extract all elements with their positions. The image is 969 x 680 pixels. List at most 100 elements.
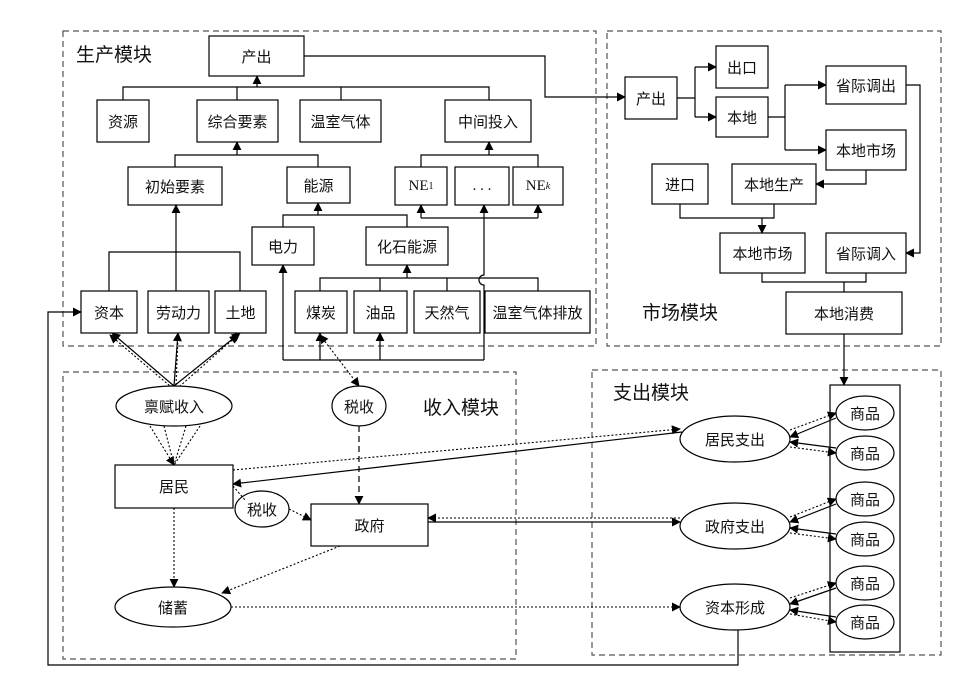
label-capital: 资本 — [93, 303, 124, 322]
solid-goods5-cap — [789, 587, 837, 606]
arrow-prod-to-market — [304, 55, 626, 102]
connector-primary-energy — [174, 154, 319, 167]
dotted-land-income — [179, 334, 239, 387]
label-primary: 初始要素 — [144, 177, 205, 196]
dotted-cap-goods5 — [789, 581, 837, 599]
arrow-capformation-to-capital — [47, 307, 739, 666]
label-output: 产出 — [241, 47, 272, 66]
label-capital-formation: 资本形成 — [704, 598, 765, 617]
node-electricity — [251, 226, 315, 266]
label-ellipsis: . . . — [472, 177, 492, 194]
label-savings: 储蓄 — [157, 598, 188, 617]
label-government-spending: 政府支出 — [704, 517, 765, 536]
label-goods: 商品 — [849, 404, 880, 423]
expenditure-module-border — [591, 369, 942, 656]
label-resources: 资源 — [107, 112, 138, 131]
node-intermediate — [444, 99, 532, 143]
label-local: 本地 — [726, 108, 757, 127]
market-node-output — [624, 76, 678, 120]
arrow-to-local-production — [815, 170, 867, 189]
income-module-title: 收入模块 — [423, 396, 500, 419]
label-endowment-income: 禀赋收入 — [143, 397, 204, 416]
node-ghg-emission — [484, 290, 591, 334]
solid-goods1-hh — [789, 417, 837, 439]
arrow-inc-labor — [172, 332, 182, 387]
node-oil — [353, 290, 408, 334]
label-export: 出口 — [726, 58, 757, 77]
label-government: 政府 — [354, 516, 385, 535]
label-tax-top: 税收 — [343, 397, 374, 416]
solid-goods3-gov — [789, 503, 837, 524]
arrow-outflow-to-inflow — [905, 84, 921, 258]
label-gas: 天然气 — [424, 303, 470, 322]
label-goods: 商品 — [849, 444, 880, 463]
label-energy: 能源 — [303, 176, 334, 195]
arrow-inc-land — [173, 332, 241, 387]
dotted-inc-res-3 — [173, 425, 187, 466]
market-node-local — [715, 96, 769, 138]
label-coal: 煤炭 — [305, 303, 336, 322]
arrow-household-to-residents — [232, 431, 683, 488]
market-module-border — [606, 30, 942, 347]
label-ghg-emission: 温室气体排放 — [492, 303, 583, 322]
arrow-to-ellipsis — [478, 204, 489, 360]
label-goods: 商品 — [849, 490, 880, 509]
label-composite: 综合要素 — [207, 112, 268, 131]
label-goods: 商品 — [849, 613, 880, 632]
dotted-cap-goods6 — [789, 613, 837, 626]
label-goods: 商品 — [849, 530, 880, 549]
node-government — [310, 503, 429, 547]
node-ellipsis — [454, 166, 510, 206]
connector-ne — [420, 154, 539, 167]
node-composite — [196, 99, 279, 143]
node-ne1 — [394, 166, 448, 206]
label-labor: 劳动力 — [155, 303, 201, 322]
label-local-consumption: 本地消费 — [813, 304, 874, 323]
label-import: 进口 — [664, 175, 695, 194]
production-module-title: 生产模块 — [76, 43, 153, 66]
market-node-local-market-top — [825, 129, 907, 171]
dotted-inc-res-1 — [149, 425, 175, 466]
connector-local-split — [768, 85, 786, 150]
label-inflow: 省际调入 — [835, 244, 896, 263]
label-oil: 油品 — [365, 303, 396, 322]
label-electricity: 电力 — [267, 237, 298, 256]
dotted-capital-income — [109, 334, 171, 387]
market-node-outflow — [825, 65, 907, 105]
market-node-export — [715, 45, 769, 89]
node-capital — [80, 290, 138, 334]
label-market-output: 产出 — [635, 89, 666, 108]
connector-row2-output — [122, 86, 490, 100]
solid-goods4-gov — [789, 524, 837, 535]
market-module-title: 市场模块 — [642, 301, 719, 324]
connector-market-output — [677, 67, 696, 117]
node-energy — [286, 166, 351, 204]
dotted-gov-goods4 — [789, 532, 837, 543]
connector-elec-fossil — [282, 214, 408, 227]
node-gas — [413, 290, 481, 334]
node-coal — [294, 290, 348, 334]
dotted-labor-income — [175, 334, 179, 387]
dotted-res-household — [232, 425, 681, 471]
node-ghg — [299, 99, 382, 143]
label-intermediate: 中间投入 — [457, 112, 518, 131]
node-labor — [147, 290, 210, 334]
dotted-inc-res-2 — [163, 425, 175, 466]
connector-to-consumption — [761, 273, 867, 292]
label-fossil: 化石能源 — [376, 237, 437, 256]
solid-goods6-cap — [789, 606, 837, 618]
connector-import-localprod — [679, 204, 775, 219]
dotted-gov-goods3 — [789, 497, 837, 518]
label-goods: 商品 — [849, 574, 880, 593]
label-local-market-top: 本地市场 — [835, 141, 896, 160]
solid-goods2-hh — [789, 438, 837, 449]
label-tax-mid: 税收 — [246, 500, 277, 519]
label-local-market: 本地市场 — [732, 244, 793, 263]
dotted-coal-tax — [319, 334, 360, 387]
node-land — [214, 290, 267, 334]
node-fossil — [365, 226, 449, 266]
label-residents: 居民 — [158, 478, 189, 496]
